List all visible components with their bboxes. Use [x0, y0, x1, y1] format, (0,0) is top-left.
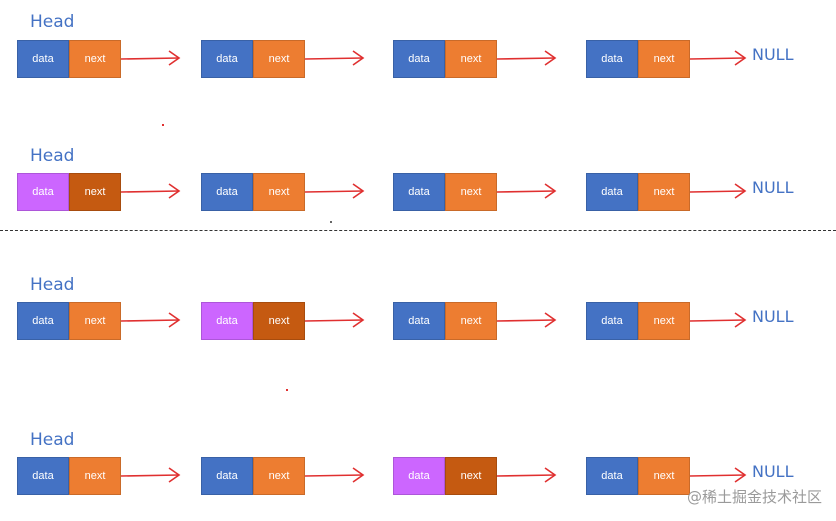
next-pointer-arrow: [689, 50, 747, 66]
node-next-cell: next: [445, 173, 497, 211]
node-data-cell-new: data: [393, 457, 445, 495]
node-next-cell: next: [253, 457, 305, 495]
next-pointer-arrow: [689, 467, 747, 483]
null-terminator-label: NULL: [752, 307, 794, 326]
node-next-cell: next: [445, 40, 497, 78]
stray-dot: [330, 221, 332, 223]
node-data-cell: data: [586, 302, 638, 340]
node-next-cell-new: next: [253, 302, 305, 340]
node-next-cell: next: [638, 457, 690, 495]
node-next-cell: next: [253, 173, 305, 211]
node-data-cell: data: [393, 40, 445, 78]
stray-dot: [286, 389, 288, 391]
next-pointer-arrow: [496, 50, 557, 66]
node-next-cell: next: [638, 302, 690, 340]
node-next-cell: next: [638, 173, 690, 211]
node-next-cell-new: next: [69, 173, 121, 211]
node-data-cell: data: [201, 457, 253, 495]
next-pointer-arrow: [496, 183, 557, 199]
node-data-cell: data: [586, 457, 638, 495]
head-label: Head: [30, 430, 75, 450]
node-next-cell: next: [69, 457, 121, 495]
next-pointer-arrow: [120, 183, 181, 199]
head-label: Head: [30, 275, 75, 295]
node-data-cell: data: [586, 40, 638, 78]
head-label: Head: [30, 12, 75, 32]
next-pointer-arrow: [304, 183, 365, 199]
head-label: Head: [30, 146, 75, 166]
node-data-cell: data: [17, 302, 69, 340]
next-pointer-arrow: [120, 312, 181, 328]
null-terminator-label: NULL: [752, 45, 794, 64]
next-pointer-arrow: [496, 312, 557, 328]
next-pointer-arrow: [689, 312, 747, 328]
stray-dot: [162, 124, 164, 126]
node-next-cell-new: next: [445, 457, 497, 495]
next-pointer-arrow: [304, 467, 365, 483]
node-next-cell: next: [69, 40, 121, 78]
node-data-cell: data: [393, 173, 445, 211]
dashed-divider: [0, 230, 836, 231]
next-pointer-arrow: [304, 50, 365, 66]
node-next-cell: next: [253, 40, 305, 78]
node-data-cell: data: [201, 173, 253, 211]
null-terminator-label: NULL: [752, 462, 794, 481]
node-data-cell-new: data: [201, 302, 253, 340]
node-data-cell-new: data: [17, 173, 69, 211]
node-next-cell: next: [69, 302, 121, 340]
next-pointer-arrow: [689, 183, 747, 199]
next-pointer-arrow: [120, 50, 181, 66]
node-data-cell: data: [586, 173, 638, 211]
node-data-cell: data: [17, 457, 69, 495]
null-terminator-label: NULL: [752, 178, 794, 197]
watermark: @稀土掘金技术社区: [686, 488, 822, 506]
node-data-cell: data: [393, 302, 445, 340]
next-pointer-arrow: [304, 312, 365, 328]
next-pointer-arrow: [496, 467, 557, 483]
node-data-cell: data: [17, 40, 69, 78]
node-next-cell: next: [638, 40, 690, 78]
node-next-cell: next: [445, 302, 497, 340]
next-pointer-arrow: [120, 467, 181, 483]
node-data-cell: data: [201, 40, 253, 78]
